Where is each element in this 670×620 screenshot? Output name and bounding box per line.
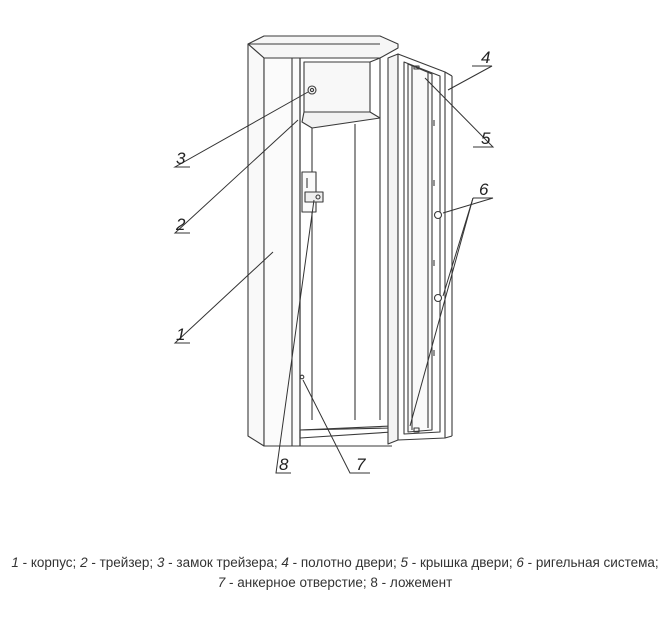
leader-6c xyxy=(409,197,474,427)
leader-lines xyxy=(173,65,495,474)
callout-4: 4 xyxy=(481,48,490,67)
leader-3 xyxy=(173,91,309,168)
leader-4 xyxy=(447,65,493,91)
caption-item-2: 2 - трейзер; xyxy=(80,555,157,570)
callout-3: 3 xyxy=(176,149,186,168)
caption-item-3: 3 - замок трейзера; xyxy=(156,555,282,570)
leader-5 xyxy=(424,77,495,148)
caption-item-6: 6 - ригельная система; xyxy=(516,555,659,570)
gun-safe-drawing: 1 2 3 4 5 6 7 8 xyxy=(173,35,495,474)
figure-caption: 1 - корпус; 2 - трейзер; 3 - замок трейз… xyxy=(10,553,660,593)
caption-item-8: 8 - ложемент xyxy=(370,575,453,590)
callout-7: 7 xyxy=(356,455,366,474)
caption-item-4: 4 - полотно двери; xyxy=(281,555,401,570)
leader-8 xyxy=(275,199,315,474)
caption-item-7: 7 - анкерное отверстие; xyxy=(217,575,371,590)
callout-labels: 1 2 3 4 5 6 7 8 xyxy=(175,48,491,474)
caption-item-5: 5 - крышка двери; xyxy=(400,555,517,570)
callout-5: 5 xyxy=(481,129,491,148)
callout-8: 8 xyxy=(279,455,289,474)
leader-2 xyxy=(173,119,299,234)
callout-1: 1 xyxy=(176,325,185,344)
callout-6: 6 xyxy=(479,180,489,199)
leader-7 xyxy=(302,379,370,474)
leader-6a xyxy=(442,197,494,214)
callout-2: 2 xyxy=(175,215,186,234)
safe-door xyxy=(387,53,453,445)
safe-body xyxy=(247,35,399,447)
leader-1 xyxy=(173,251,274,344)
caption-item-1: 1 - корпус; xyxy=(11,555,81,570)
